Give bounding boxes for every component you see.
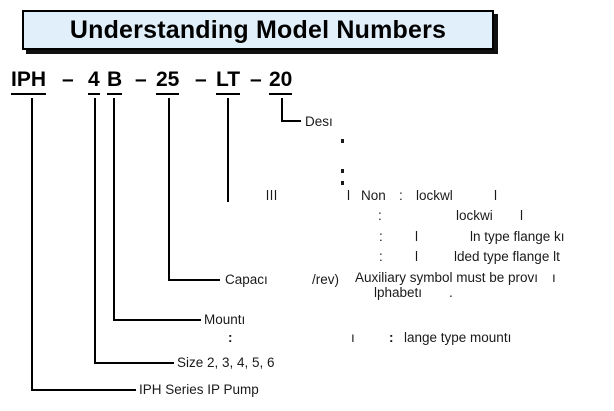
design-dot-2 [341, 169, 344, 173]
fragment-row4-colon: : [379, 249, 383, 264]
leader-line-capacity-horizontal [168, 279, 220, 281]
model-segment-capacity: 25 [156, 68, 180, 95]
fragment-row4-text: lded type flange lt [454, 249, 560, 264]
leader-line-capacity-vertical [168, 98, 170, 280]
design-dot-1 [341, 139, 344, 143]
title-box: Understanding Model Numbers [22, 10, 494, 50]
fragment-row2-tail: l [520, 208, 523, 223]
label-capacity: Capacı [225, 272, 268, 287]
fragment-row2-colon: : [378, 208, 382, 223]
fragment-row2-text: lockwi [456, 208, 493, 223]
fragment-row1-non: Non [361, 188, 386, 203]
leader-line-series-horizontal [31, 389, 136, 391]
model-segment-design: 20 [269, 68, 293, 95]
label-size: Size 2, 3, 4, 5, 6 [177, 355, 275, 370]
leader-line-size-horizontal [94, 362, 174, 364]
model-segment-shaft: LT [216, 68, 241, 95]
label-aux-line1-tail: ı [552, 270, 556, 285]
label-aux-line2-tail: . [449, 285, 453, 300]
fragment-mount-bar: ı [351, 330, 355, 345]
fragment-row4-bar: l [415, 249, 418, 264]
model-segment-mounting: B [107, 68, 123, 95]
fragment-row1-bar: l [347, 188, 350, 203]
label-series: IPH Series IP Pump [139, 382, 259, 397]
label-design: Desı [305, 114, 333, 129]
fragment-row3-text: ln type flange kı [470, 229, 565, 244]
label-capacity-unit: /rev) [312, 272, 339, 287]
leader-line-shaft-vertical [227, 98, 229, 202]
leader-line-design-vertical [281, 98, 283, 122]
model-dash-2: – [135, 68, 147, 91]
fragment-row1-tail: l [494, 188, 497, 203]
model-dash-3: – [195, 68, 207, 91]
fragment-mount-colon-left: : [228, 330, 233, 345]
fragment-row1-text: lockwl [416, 188, 453, 203]
leader-line-mounting-horizontal [113, 319, 201, 321]
model-segment-series: IPH [11, 68, 47, 95]
fragment-row1-colon: : [399, 188, 403, 203]
leader-line-mounting-vertical [113, 98, 115, 320]
label-aux-line1: Auxiliary symbol must be provı [355, 270, 539, 285]
model-dash-4: – [250, 68, 262, 91]
leader-line-design-horizontal [281, 120, 301, 122]
fragment-row1-bars: lll [266, 188, 278, 203]
label-flange-mounting: lange type mountı [404, 330, 512, 345]
model-segment-size: 4 [88, 68, 100, 95]
design-dot-3 [341, 181, 344, 185]
leader-line-series-vertical [31, 98, 33, 390]
fragment-row3-colon: : [379, 229, 383, 244]
label-aux-line2: lphabetı [374, 285, 423, 300]
fragment-mount-colon-right: : [389, 330, 394, 345]
model-dash-1: – [62, 68, 74, 91]
leader-line-size-vertical [94, 98, 96, 363]
page-title: Understanding Model Numbers [69, 15, 447, 44]
model-number-row: IPH – 4 B – 25 – LT – 20 [0, 68, 614, 98]
label-mounting: Mountı [204, 312, 246, 327]
fragment-row3-bar: l [415, 229, 418, 244]
